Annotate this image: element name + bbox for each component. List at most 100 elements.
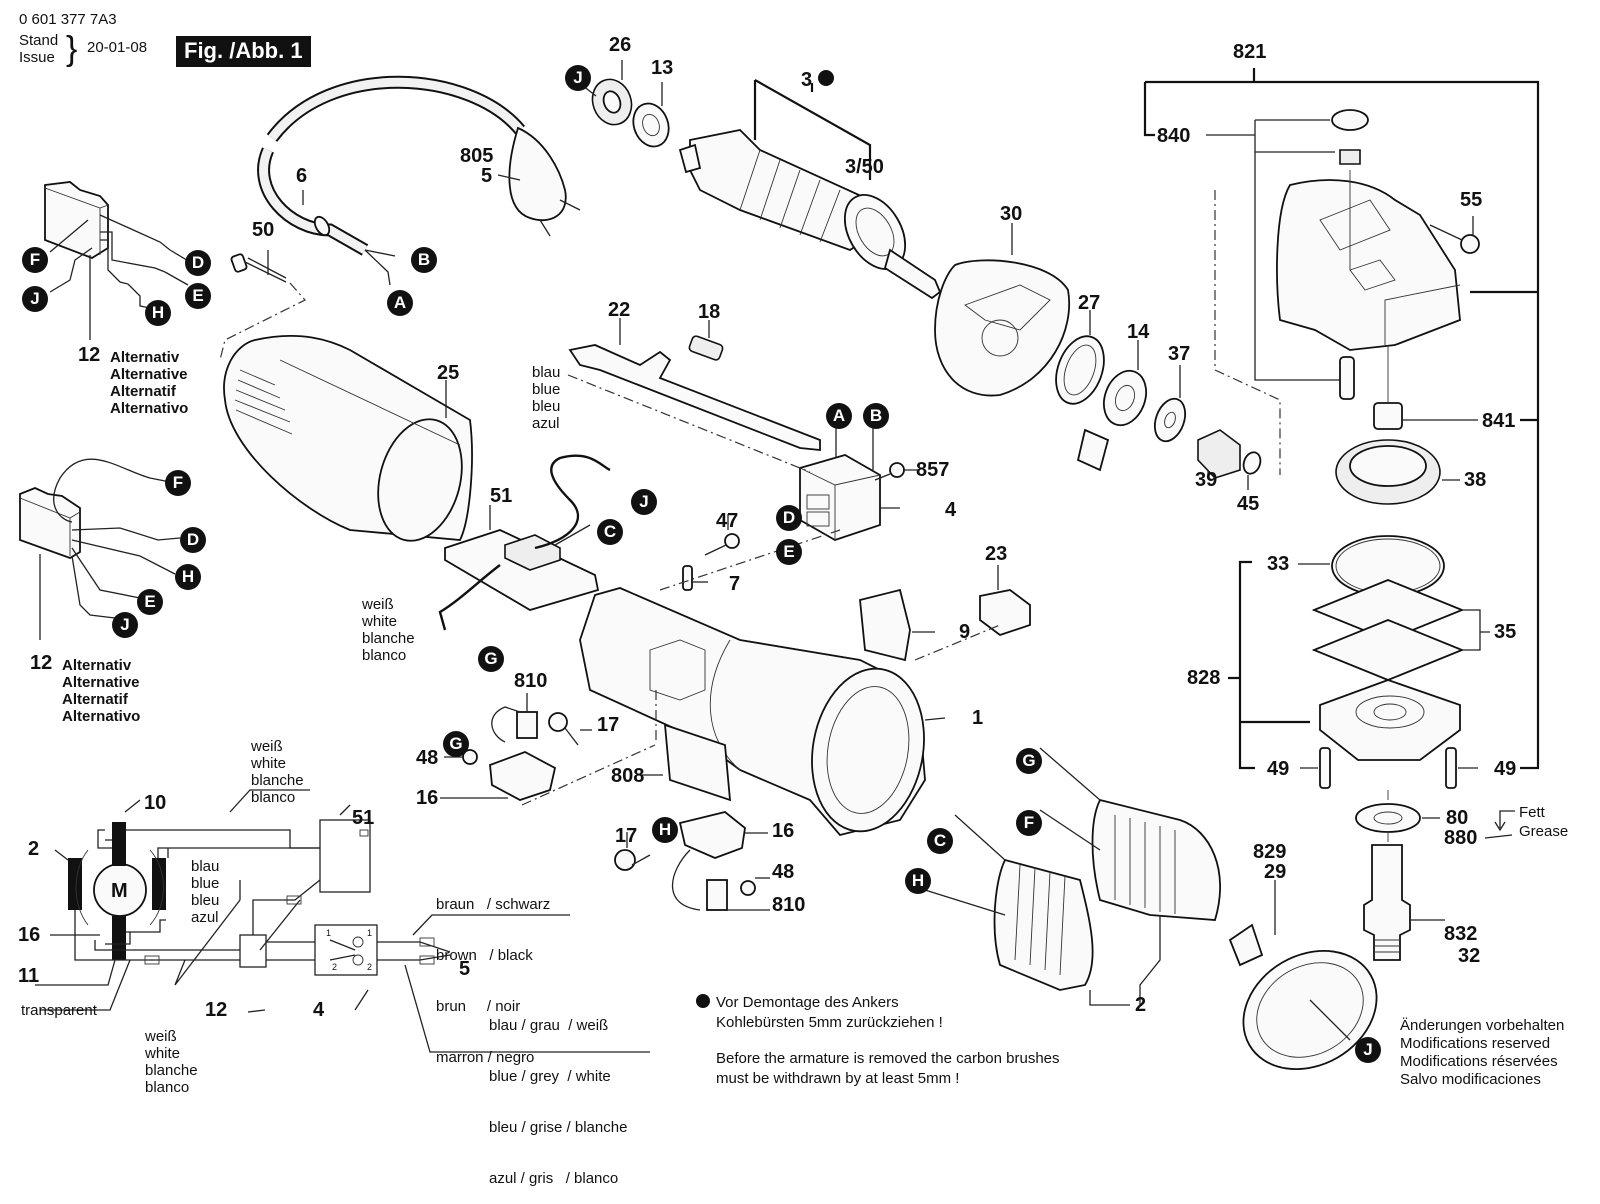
callout-9[interactable]: 9 <box>959 621 971 643</box>
callout-51[interactable]: 51 <box>490 485 513 507</box>
callout-829[interactable]: 829 <box>1253 841 1287 863</box>
connector-badge-h-field[interactable]: H <box>905 868 931 894</box>
callout-1[interactable]: 1 <box>972 707 984 729</box>
connector-badge-j1[interactable]: J <box>22 286 48 312</box>
callout-805[interactable]: 805 <box>460 145 494 167</box>
connector-badge-c-suppressor[interactable]: C <box>597 519 623 545</box>
bevel-gear-38 <box>1335 439 1460 505</box>
callout-49-left[interactable]: 49 <box>1267 758 1290 780</box>
connector-badge-b-cable[interactable]: B <box>411 247 437 273</box>
wire-label-white-suppressor: weiß white blanche blanco <box>362 596 415 664</box>
callout-4[interactable]: 4 <box>945 499 957 521</box>
bearing-sleeve-841 <box>1373 345 1478 430</box>
callout-33[interactable]: 33 <box>1267 553 1290 575</box>
callout-27[interactable]: 27 <box>1078 292 1101 314</box>
connector-badge-j-suppressor[interactable]: J <box>631 489 657 515</box>
callout-48-upper[interactable]: 48 <box>416 747 439 769</box>
callout-6[interactable]: 6 <box>296 165 308 187</box>
callout-37[interactable]: 37 <box>1168 343 1191 365</box>
connector-badge-e-switch[interactable]: E <box>776 539 802 565</box>
callout-30[interactable]: 30 <box>1000 203 1023 225</box>
bearing-26 <box>577 60 633 126</box>
callout-832[interactable]: 832 <box>1444 923 1478 945</box>
callout-3-50[interactable]: 3/50 <box>845 156 884 178</box>
callout-45[interactable]: 45 <box>1237 493 1260 515</box>
callout-857[interactable]: 857 <box>916 459 950 481</box>
connector-badge-b-switch[interactable]: B <box>863 403 889 429</box>
callout-5[interactable]: 5 <box>481 165 493 187</box>
callout-12-alt2[interactable]: 12 <box>30 652 53 674</box>
connector-badge-e2[interactable]: E <box>137 589 163 615</box>
callout-38[interactable]: 38 <box>1464 469 1487 491</box>
connector-badge-g-brush[interactable]: G <box>443 731 469 757</box>
switch-terminal-2b: 2 <box>367 962 373 972</box>
callout-48-lower[interactable]: 48 <box>772 861 795 883</box>
callout-13[interactable]: 13 <box>651 57 674 79</box>
connector-badge-c-field[interactable]: C <box>927 828 953 854</box>
schematic-callout-12[interactable]: 12 <box>205 999 228 1021</box>
connector-badge-f2[interactable]: F <box>165 470 191 496</box>
connector-badge-d-switch[interactable]: D <box>776 505 802 531</box>
screw-55 <box>1429 216 1480 254</box>
callout-22[interactable]: 22 <box>608 299 631 321</box>
callout-808[interactable]: 808 <box>611 765 645 787</box>
note-en-line1: Before the armature is removed the carbo… <box>716 1050 1060 1067</box>
callout-25[interactable]: 25 <box>437 362 460 384</box>
callout-828[interactable]: 828 <box>1187 667 1221 689</box>
callout-49-right[interactable]: 49 <box>1494 758 1517 780</box>
schematic-callout-2[interactable]: 2 <box>28 838 40 860</box>
schematic-callout-51[interactable]: 51 <box>352 807 375 829</box>
callout-50[interactable]: 50 <box>252 219 275 241</box>
gear-head-assembly <box>1143 68 1540 770</box>
schematic-callout-10[interactable]: 10 <box>144 792 167 814</box>
connector-badge-a-cable[interactable]: A <box>387 290 413 316</box>
nameplate-9 <box>859 588 935 662</box>
connector-badge-g-suppressor[interactable]: G <box>478 646 504 672</box>
wire-label-blue-suppressor: blau blue bleu azul <box>532 364 561 432</box>
connector-badge-h1[interactable]: H <box>145 300 171 326</box>
connector-badge-f1[interactable]: F <box>22 247 48 273</box>
callout-32[interactable]: 32 <box>1458 945 1481 967</box>
callout-810-upper[interactable]: 810 <box>514 670 548 692</box>
callout-80[interactable]: 80 <box>1446 807 1469 829</box>
callout-841[interactable]: 841 <box>1482 410 1516 432</box>
schematic-callout-4[interactable]: 4 <box>313 999 325 1021</box>
connector-badge-h-brush[interactable]: H <box>652 817 678 843</box>
callout-821[interactable]: 821 <box>1233 41 1267 63</box>
callout-880[interactable]: 880 <box>1444 827 1478 849</box>
connector-badge-a-switch[interactable]: A <box>826 403 852 429</box>
callout-17-upper[interactable]: 17 <box>597 714 620 736</box>
screw-50 <box>230 250 287 283</box>
callout-14[interactable]: 14 <box>1127 321 1150 343</box>
callout-17-lower[interactable]: 17 <box>615 825 638 847</box>
callout-18[interactable]: 18 <box>698 301 721 323</box>
connector-badge-j-guard[interactable]: J <box>1355 1037 1381 1063</box>
callout-35[interactable]: 35 <box>1494 621 1517 643</box>
callout-2[interactable]: 2 <box>1135 994 1147 1016</box>
callout-26[interactable]: 26 <box>609 34 632 56</box>
schematic-callout-5[interactable]: 5 <box>459 958 471 980</box>
callout-16-lower[interactable]: 16 <box>772 820 795 842</box>
callout-55[interactable]: 55 <box>1460 189 1483 211</box>
callout-840[interactable]: 840 <box>1157 125 1191 147</box>
connector-badge-j2[interactable]: J <box>112 612 138 638</box>
schematic-callout-11[interactable]: 11 <box>18 965 40 987</box>
connector-badge-e1[interactable]: E <box>185 283 211 309</box>
connector-badge-j-top[interactable]: J <box>565 65 591 91</box>
callout-7[interactable]: 7 <box>729 573 741 595</box>
connector-badge-h2[interactable]: H <box>175 564 201 590</box>
connector-badge-f-field[interactable]: F <box>1016 810 1042 836</box>
callout-12-alt1[interactable]: 12 <box>78 344 101 366</box>
connector-badge-g-field[interactable]: G <box>1016 748 1042 774</box>
connector-badge-d2[interactable]: D <box>180 527 206 553</box>
connector-badge-d1[interactable]: D <box>185 250 211 276</box>
callout-16-upper[interactable]: 16 <box>416 787 439 809</box>
schematic-callout-16[interactable]: 16 <box>18 924 41 946</box>
callout-3[interactable]: 3 <box>801 69 813 91</box>
callout-47[interactable]: 47 <box>716 510 739 532</box>
callout-23[interactable]: 23 <box>985 543 1008 565</box>
callout-810-lower[interactable]: 810 <box>772 894 806 916</box>
callout-29[interactable]: 29 <box>1264 861 1287 883</box>
pinion-39 <box>1197 429 1241 479</box>
callout-39[interactable]: 39 <box>1195 469 1218 491</box>
